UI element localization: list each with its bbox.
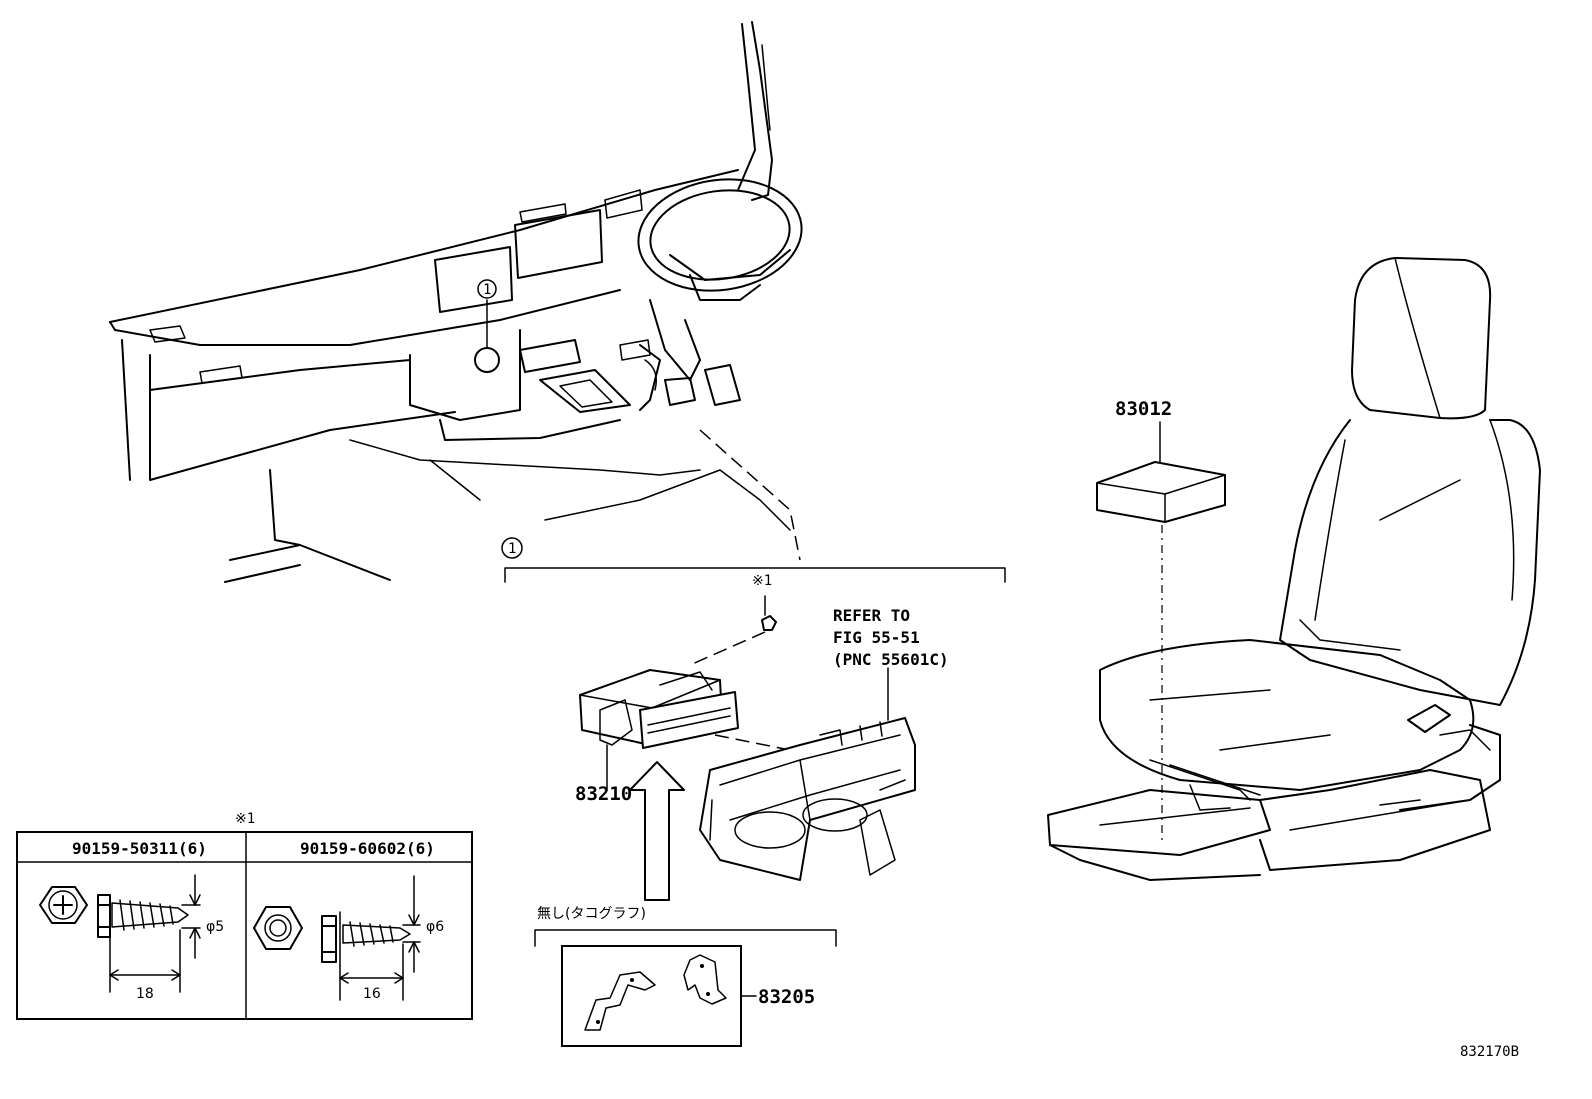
refer-note: REFER TO FIG 55-51 (PNC 55601C): [833, 606, 949, 669]
fastener-part-no-2: 90159-60602(6): [300, 839, 435, 858]
seat-illustration: [1047, 257, 1541, 881]
part-label-83210: 83210: [575, 783, 632, 805]
refer-line-1: REFER TO: [833, 606, 910, 625]
callout-group-1: 1: [501, 537, 1006, 583]
fastener-table-mark: ※1: [235, 811, 255, 827]
install-arrow: [629, 761, 685, 901]
tacho-unit-illustration: ※1: [579, 573, 801, 791]
console-box-illustration: [699, 667, 916, 881]
option-bracket-group: 無し(タコグラフ): [534, 906, 837, 1047]
part-label-83012: 83012: [1115, 398, 1172, 420]
seat-module: [1096, 421, 1226, 840]
fastener-part-no-1: 90159-50311(6): [72, 839, 207, 858]
option-label: 無し(タコグラフ): [537, 906, 646, 922]
part-label-83205: 83205: [758, 986, 815, 1008]
fastener-diameter-2: φ6: [426, 919, 444, 935]
fastener-length-2: 16: [363, 986, 381, 1002]
callout-marker-top: 1: [483, 282, 491, 298]
refer-line-2: FIG 55-51: [833, 628, 920, 647]
refer-line-3: (PNC 55601C): [833, 650, 949, 669]
screw-asterisk-mark: ※1: [752, 573, 772, 589]
hex-screw-icon: [253, 875, 421, 1001]
dashboard-illustration: [109, 21, 803, 583]
fastener-table: ※1 90159-50311(6) 90159-60602(6): [16, 811, 473, 1020]
callout-dashboard: 1: [474, 279, 500, 373]
fastener-length-1: 18: [136, 986, 154, 1002]
phillips-screw-icon: [39, 874, 201, 993]
figure-code: 832170B: [1460, 1044, 1519, 1060]
fastener-diameter-1: φ5: [206, 919, 224, 935]
callout-marker-group: 1: [508, 541, 516, 557]
